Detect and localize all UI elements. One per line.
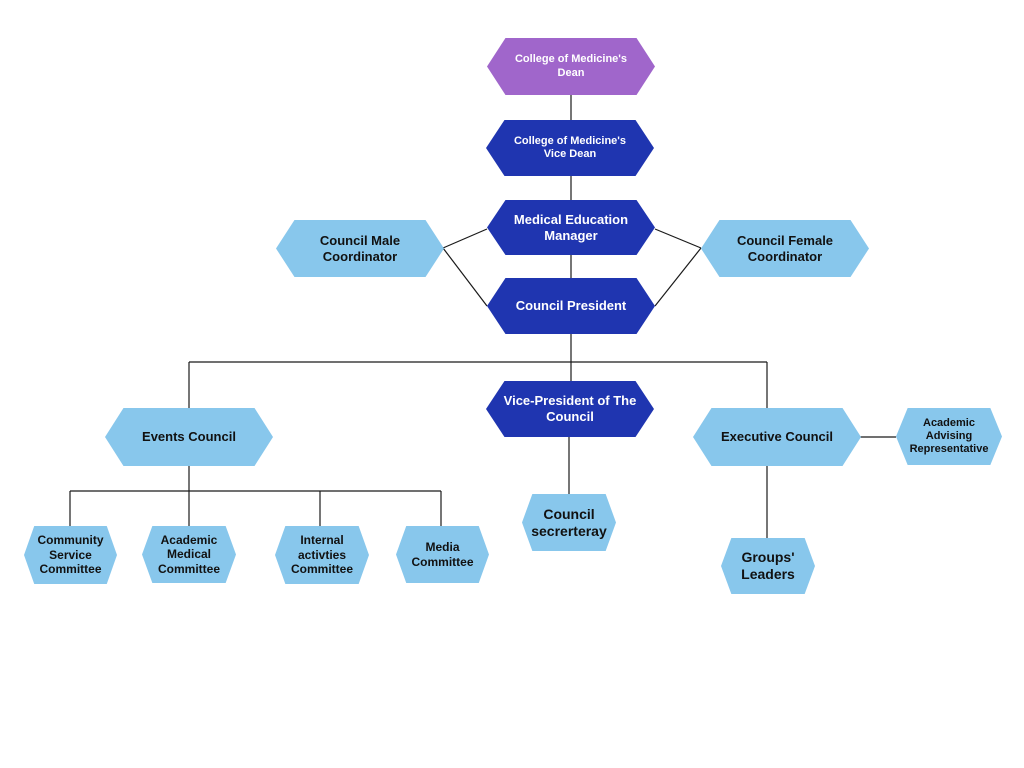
council-male-coordinator-label: Council Male Coordinator bbox=[319, 232, 401, 264]
internal-activities-committee-label: Internal activties Committee bbox=[290, 533, 353, 577]
groups-leaders-label: Groups' Leaders bbox=[741, 549, 795, 582]
academic-advising-representative-node: Academic Advising Representative bbox=[896, 408, 1002, 465]
council-president-node: Council President bbox=[487, 278, 655, 334]
council-secretary-node: Council secrerteray bbox=[522, 494, 616, 551]
events-council-node: Events Council bbox=[105, 408, 273, 466]
dean-label: College of Medicine's Dean bbox=[514, 53, 628, 79]
groups-leaders-node: Groups' Leaders bbox=[721, 538, 815, 594]
executive-council-label: Executive Council bbox=[721, 429, 833, 445]
council-female-coordinator-node: Council Female Coordinator bbox=[701, 220, 869, 277]
medical-education-manager-node: Medical Education Manager bbox=[487, 200, 655, 255]
vice-president-node: Vice-President of The Council bbox=[486, 381, 654, 437]
community-service-committee-node: Community Service Committee bbox=[24, 526, 117, 584]
vice-dean-label: College of Medicine's Vice Dean bbox=[513, 134, 627, 160]
academic-medical-committee-label: Academic Medical Committee bbox=[157, 532, 220, 576]
vice-dean-node: College of Medicine's Vice Dean bbox=[486, 120, 654, 176]
council-male-coordinator-node: Council Male Coordinator bbox=[276, 220, 444, 277]
medical-education-manager-label: Medical Education Manager bbox=[513, 211, 629, 243]
events-council-label: Events Council bbox=[142, 429, 236, 445]
community-service-committee-label: Community Service Committee bbox=[37, 533, 104, 577]
council-president-label: Council President bbox=[515, 298, 627, 314]
council-secretary-label: Council secrerteray bbox=[531, 505, 607, 539]
dean-node: College of Medicine's Dean bbox=[487, 38, 655, 95]
internal-activities-committee-node: Internal activties Committee bbox=[275, 526, 369, 584]
council-female-coordinator-label: Council Female Coordinator bbox=[736, 232, 834, 264]
media-committee-label: Media Committee bbox=[411, 540, 474, 569]
academic-advising-representative-label: Academic Advising Representative bbox=[909, 416, 989, 456]
media-committee-node: Media Committee bbox=[396, 526, 489, 583]
executive-council-node: Executive Council bbox=[693, 408, 861, 466]
academic-medical-committee-node: Academic Medical Committee bbox=[142, 526, 236, 583]
vice-president-label: Vice-President of The Council bbox=[503, 393, 637, 424]
